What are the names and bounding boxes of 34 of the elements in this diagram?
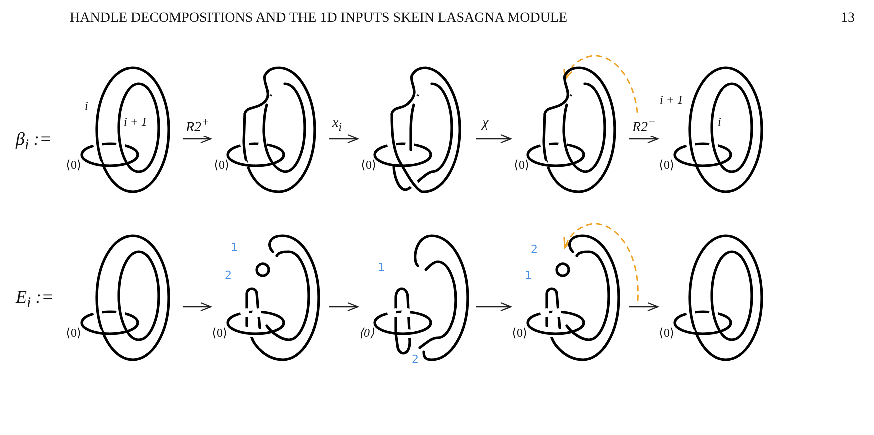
equation-label: β$_{i}$ :=	[16, 130, 52, 154]
strand-label: ⟨0⟩	[514, 159, 530, 171]
strand-label: 1	[378, 262, 385, 273]
strand-label: ⟨0⟩	[66, 159, 82, 171]
page-header: HANDLE DECOMPOSITIONS AND THE 1D INPUTS SKEIN LASAGNA MODULE	[70, 12, 568, 26]
strand-label: ⟨0⟩	[659, 159, 675, 171]
arrow	[629, 134, 659, 144]
strand-label: i	[85, 100, 88, 112]
strand-label: ⟨0⟩	[361, 159, 377, 171]
page-header: 13	[841, 12, 855, 26]
strand-label: ⟨0⟩	[212, 327, 228, 339]
strand-label: ⟨0⟩	[512, 327, 528, 339]
edge-label: R2$^{−}$	[632, 117, 657, 136]
strand-label: 2	[412, 354, 419, 365]
strand-label: ⟨0⟩	[66, 327, 82, 339]
arrow	[476, 302, 512, 312]
strand-label: ⟨0⟩	[659, 327, 675, 339]
strand-label: i + 1	[124, 116, 148, 128]
arrow	[183, 134, 212, 144]
arrow	[476, 134, 512, 144]
strand-label: ⟨0⟩	[359, 327, 375, 339]
strand-label: 1	[231, 242, 238, 253]
strand-label: i	[718, 116, 722, 128]
strand-label: ⟨0⟩	[214, 159, 230, 171]
strand-label: 2	[531, 244, 538, 255]
edge-label: R2$^{+}$	[185, 117, 210, 136]
arrow	[329, 302, 359, 312]
strand-label: 2	[225, 270, 232, 281]
arrow	[183, 302, 212, 312]
strand-label: 1	[525, 270, 532, 281]
equation-label: E$_{i}$ :=	[16, 288, 54, 312]
arrow	[629, 302, 659, 312]
strand-label: i + 1	[660, 94, 684, 106]
arrow	[329, 134, 359, 144]
